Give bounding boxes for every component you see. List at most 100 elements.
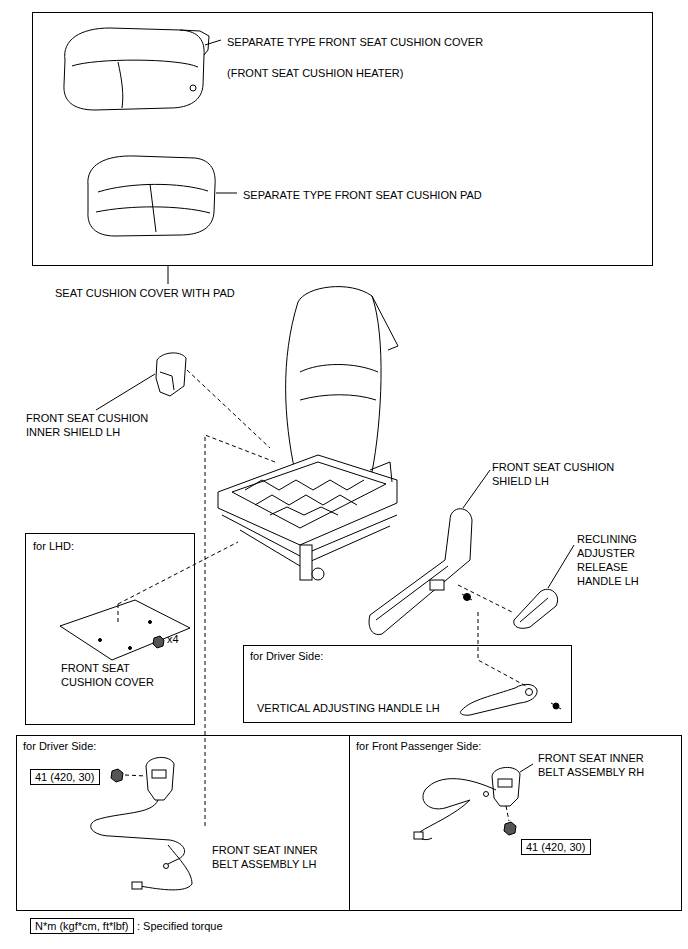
cushion-cover	[180, 30, 209, 55]
vertical-handle	[460, 684, 561, 715]
belt-rh	[520, 764, 533, 772]
dashed-line	[478, 612, 526, 686]
cushion-pad	[88, 156, 237, 236]
dashed-line	[458, 585, 512, 612]
cushion-pad	[150, 184, 156, 232]
vertical-handle	[551, 703, 561, 709]
box-title: for LHD:	[33, 539, 74, 553]
group-box: for Driver Side: FRONT SEAT INNER BELT AS…	[16, 735, 350, 911]
part-label: FRONT SEAT INNER BELT ASSEMBLY LH	[212, 843, 342, 871]
seat	[300, 545, 312, 580]
reclining-handle	[514, 545, 574, 628]
seat	[300, 365, 378, 373]
dashed-line	[125, 775, 146, 776]
cushion-pad	[98, 184, 208, 192]
part-label: FRONT SEAT CUSHION INNER SHIELD LH	[26, 411, 166, 439]
legend-box: N*m (kgf*cm, ft*lbf)	[30, 918, 134, 934]
cushion-cover	[72, 60, 198, 67]
seat	[312, 568, 324, 580]
seat	[372, 296, 398, 350]
dashed-line	[118, 542, 238, 604]
seat	[255, 495, 357, 505]
seat	[218, 287, 398, 580]
reclining-handle	[514, 589, 558, 628]
belt-lh	[146, 757, 174, 800]
box-title: for Front Passenger Side:	[356, 739, 481, 753]
dashed-line	[205, 435, 275, 826]
cushion-cover	[190, 85, 196, 91]
box-title: for Driver Side:	[23, 739, 96, 753]
belt-rh	[414, 764, 533, 840]
cushion-pad	[216, 193, 237, 194]
seat	[232, 462, 386, 528]
group-box: for Front Passenger Side: FRONT SEAT INNE…	[349, 735, 682, 911]
belt-rh	[484, 792, 489, 797]
part-label: FRONT SEAT INNER BELT ASSEMBLY RH	[538, 751, 668, 779]
shield	[463, 470, 490, 508]
torque-box: 41 (420, 30)	[30, 769, 100, 785]
torque-value: N*m (kgf*cm, ft*lbf)	[35, 919, 129, 933]
seat	[370, 462, 392, 482]
seat	[270, 507, 338, 515]
belt-rh	[498, 779, 512, 787]
torque-value: 41 (420, 30)	[526, 840, 585, 854]
dashed-line	[118, 604, 119, 625]
legend-text: : Specified torque	[137, 919, 223, 933]
torque-value: 41 (420, 30)	[35, 770, 94, 784]
seat	[240, 526, 390, 566]
shield	[430, 580, 444, 590]
vertical-handle	[526, 689, 533, 696]
reclining-handle	[548, 545, 574, 588]
belt-lh	[152, 770, 166, 778]
lhd-cover	[153, 636, 164, 648]
group-box: for Driver Side:VERTICAL ADJUSTING HANDL…	[243, 645, 572, 723]
lhd-cover	[149, 621, 152, 624]
belt-rh	[423, 779, 496, 809]
cushion-cover	[64, 28, 221, 110]
part-label: SEPARATE TYPE FRONT SEAT CUSHION PAD	[243, 188, 482, 202]
lhd-cover	[99, 639, 102, 642]
seat	[218, 455, 397, 545]
seat	[286, 287, 381, 472]
belt-rh	[414, 832, 423, 839]
belt-rh	[504, 822, 516, 835]
dashed-line	[506, 806, 509, 821]
belt-lh	[132, 882, 142, 889]
seat	[245, 480, 364, 490]
vertical-handle	[460, 684, 537, 715]
shield	[369, 470, 490, 635]
reclining-handle	[520, 598, 548, 622]
belt-lh	[111, 769, 123, 782]
cushion-cover	[64, 28, 204, 110]
screw	[462, 594, 472, 601]
part-label: (FRONT SEAT CUSHION HEATER)	[227, 66, 403, 80]
part-label: RECLINING ADJUSTER RELEASE HANDLE LH	[577, 532, 667, 588]
cushion-pad	[96, 207, 210, 213]
cushion-cover	[118, 62, 123, 108]
part-label: FRONT SEAT CUSHION COVER	[61, 661, 181, 689]
belt-lh	[140, 845, 192, 890]
belt-rh	[492, 767, 520, 806]
group-box: SEPARATE TYPE FRONT SEAT CUSHION COVER(F…	[32, 12, 653, 266]
part-label: FRONT SEAT CUSHION SHIELD LH	[492, 460, 632, 488]
group-box: for LHD: FRONT SEAT CUSHION COVER x4	[25, 533, 195, 725]
dashed-line	[187, 370, 270, 448]
shield	[369, 509, 472, 635]
part-label: x4	[167, 632, 179, 646]
screw	[462, 594, 472, 600]
belt-lh	[91, 800, 185, 865]
lhd-cover	[60, 600, 190, 660]
torque-box: 41 (420, 30)	[521, 839, 591, 855]
inner-shield	[96, 374, 155, 410]
inner-shield	[156, 353, 186, 396]
belt-lh	[164, 864, 169, 869]
shield	[376, 566, 448, 620]
seat	[300, 395, 376, 400]
lhd-cover	[60, 600, 190, 660]
belt-lh	[91, 757, 192, 889]
cushion-cover	[205, 40, 221, 45]
belt-rh	[419, 800, 470, 840]
